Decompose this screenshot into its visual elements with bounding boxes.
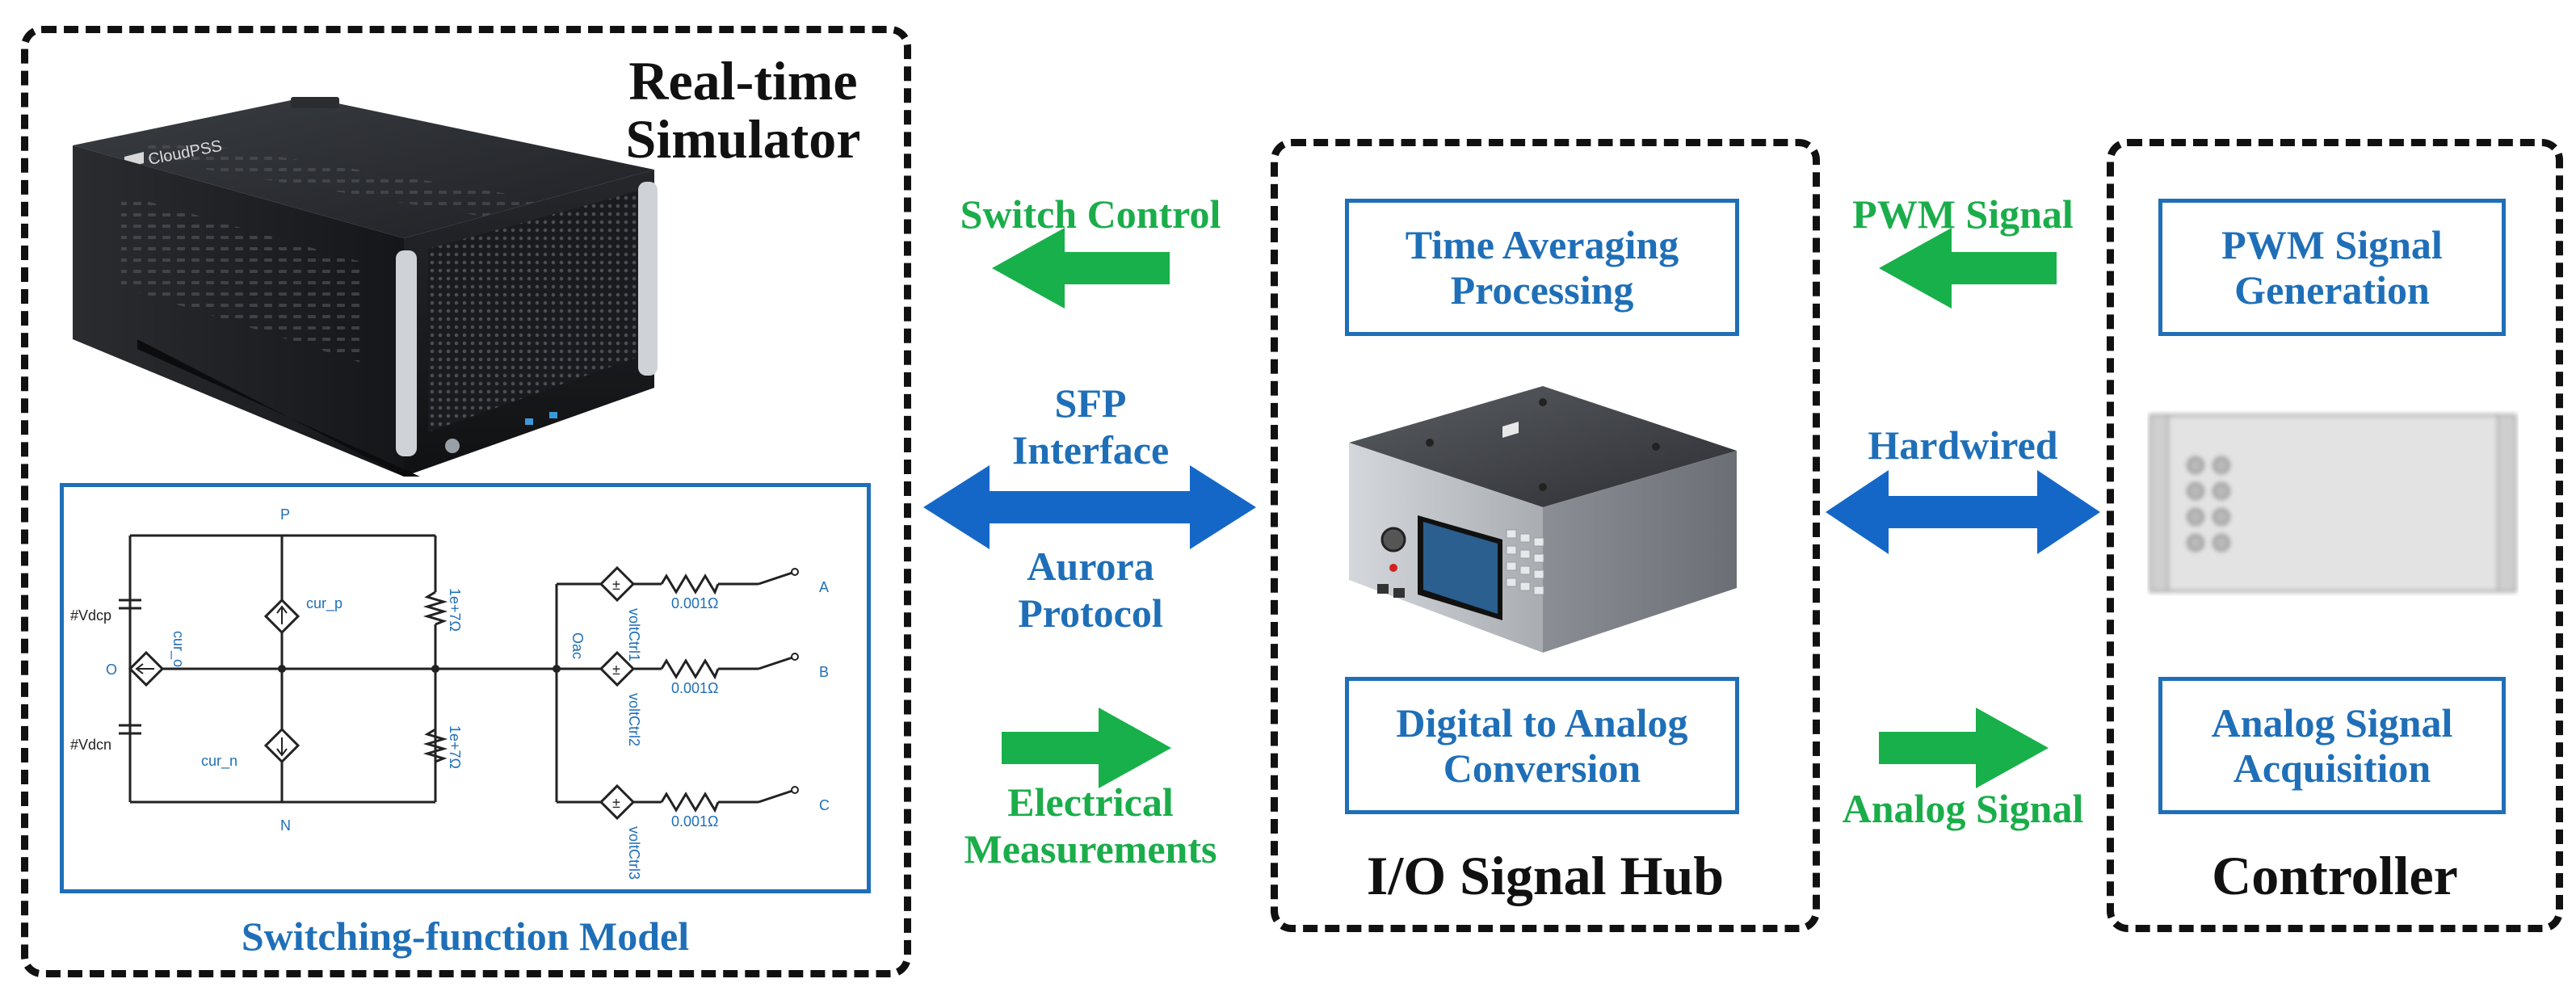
meas-line2: Measurements: [964, 826, 1217, 872]
label-r-big-bottom: 1e+7Ω: [447, 725, 463, 769]
analog-signal-arrow-icon: [1879, 708, 2049, 788]
svg-text:±: ±: [612, 577, 620, 593]
label-r-small-c: 0.001Ω: [671, 813, 719, 830]
dac-line2: Conversion: [1443, 746, 1641, 791]
label-r-big-top: 1e+7Ω: [447, 588, 463, 632]
model-caption: Switching-function Model: [241, 914, 690, 959]
aurora-line2: Protocol: [1018, 590, 1163, 636]
time-averaging-line1: Time Averaging: [1405, 222, 1679, 267]
controller-container: [2107, 139, 2563, 932]
analog-signal-label: Analog Signal: [1842, 786, 2084, 831]
sfp-line1: SFP: [1054, 380, 1127, 426]
label-cur-o: cur_o: [170, 631, 187, 667]
acq-line2: Acquisition: [2233, 746, 2431, 791]
measurements-arrow-icon: [1002, 708, 1171, 788]
label-vdcn: #Vdcn: [70, 737, 111, 753]
svg-text:±: ±: [612, 795, 620, 811]
switch-control-arrow-icon: [992, 228, 1170, 309]
label-oac: Oac: [569, 632, 586, 659]
label-volt1: voltCtrl1: [626, 608, 642, 662]
switching-model-box: [60, 483, 871, 893]
hub-title: I/O Signal Hub: [1366, 845, 1725, 906]
aurora-line1: Aurora: [1027, 544, 1154, 589]
simulator-title-line2: Simulator: [625, 108, 861, 170]
electrical-measurements-label: Electrical Measurements: [913, 779, 1268, 872]
aurora-protocol-label: Aurora Protocol: [913, 543, 1268, 636]
analog-acquisition-box: Analog Signal Acquisition: [2158, 677, 2506, 814]
hub-container: [1271, 139, 1820, 932]
simulator-container: [21, 26, 911, 977]
label-n: N: [280, 817, 291, 834]
simulator-title-line1: Real-time: [628, 50, 858, 111]
hardwired-bidirectional-arrow-icon: [1826, 470, 2100, 554]
pwm-signal-label: PWM Signal: [1852, 191, 2074, 237]
pwm-signal-arrow-icon: [1879, 228, 2057, 309]
hardwired-label: Hardwired: [1868, 422, 2058, 468]
hub-logo-icon: [1502, 422, 1519, 438]
label-volt2: voltCtrl2: [626, 693, 642, 746]
time-averaging-line2: Processing: [1450, 267, 1634, 313]
simulator-device-image: CloudPSS: [73, 97, 658, 477]
label-b: B: [819, 664, 829, 680]
label-r-small-b: 0.001Ω: [671, 680, 719, 696]
switch-control-label: Switch Control: [960, 191, 1221, 237]
label-o: O: [106, 662, 117, 678]
pwm-generation-box: PWM Signal Generation: [2158, 199, 2506, 336]
pwm-gen-line1: PWM Signal: [2221, 222, 2443, 267]
label-r-small-a: 0.001Ω: [671, 595, 719, 611]
hub-device-image: [1349, 386, 1737, 653]
label-volt3: voltCtrl3: [626, 826, 642, 880]
svg-text:±: ±: [612, 662, 620, 678]
switching-function-schematic: ± ± ± P N O cur_p cur_n 0.001Ω 0.001Ω 0.…: [70, 506, 830, 880]
label-a: A: [819, 579, 829, 595]
controller-device-image: [2149, 414, 2517, 593]
sfp-line2: Interface: [1011, 427, 1170, 473]
time-averaging-box: Time Averaging Processing: [1345, 199, 1739, 336]
pwm-gen-line2: Generation: [2234, 267, 2430, 313]
simulator-title: Real-time Simulator: [582, 52, 905, 168]
sfp-interface-label: SFP Interface: [913, 380, 1268, 473]
label-cur-p: cur_p: [306, 595, 342, 612]
acq-line1: Analog Signal: [2211, 700, 2453, 746]
meas-line1: Electrical: [1007, 779, 1174, 825]
dac-line1: Digital to Analog: [1396, 700, 1688, 746]
label-c: C: [819, 797, 830, 813]
label-cur-n: cur_n: [201, 753, 237, 770]
controller-title: Controller: [2212, 845, 2458, 906]
sfp-bidirectional-arrow-icon: [923, 465, 1256, 549]
digital-to-analog-box: Digital to Analog Conversion: [1345, 677, 1739, 814]
label-vdcp: #Vdcp: [70, 607, 111, 624]
label-p: P: [280, 506, 290, 523]
